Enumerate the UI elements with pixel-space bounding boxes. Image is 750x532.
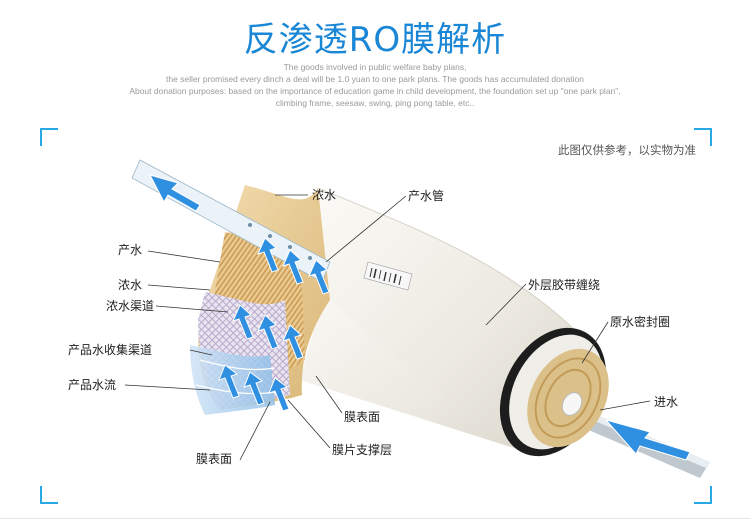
label-concentrate-mid: 浓水 [118,278,143,292]
subtitle-line-1: The goods involved in public welfare bab… [283,62,467,72]
subtitle-line-3: About donation purposes: based on the im… [129,86,621,96]
label-product-water: 产水 [118,243,143,257]
label-membrane-surface-right: 膜表面 [344,410,381,424]
frame-corner-top-right [694,128,712,146]
end-cap [499,327,609,457]
label-concentrate-top: 浓水 [312,188,337,202]
flow-arrows [149,174,691,461]
label-membrane-surface-bottom: 膜表面 [196,452,233,466]
frame-corner-top-left [40,128,58,146]
page-title: 反渗透RO膜解析 [243,20,507,60]
label-feed-water: 进水 [654,395,679,409]
frame-corner-bottom-right [694,486,712,504]
barcode-label [363,261,413,291]
label-concentrate-channel: 浓水渠道 [106,299,155,313]
label-product-collect-channel: 产品水收集渠道 [68,343,153,357]
subtitle-line-2: the seller promised every dinch a deal w… [165,74,585,84]
label-raw-water-seal: 原水密封圈 [610,315,671,329]
label-product-tube: 产水管 [408,189,445,203]
callout-lines [124,194,651,461]
label-outer-tape: 外层胶带缠绕 [528,278,601,292]
frame-corner-bottom-left [40,486,58,504]
subtitle-line-4: climbing frame, seesaw, swing, ping pong… [275,98,475,108]
label-product-flow: 产品水流 [68,378,117,392]
label-membrane-support: 膜片支撑层 [332,443,393,457]
bottom-divider [0,518,750,519]
reference-note: 此图仅供参考，以实物为准 [558,143,696,157]
